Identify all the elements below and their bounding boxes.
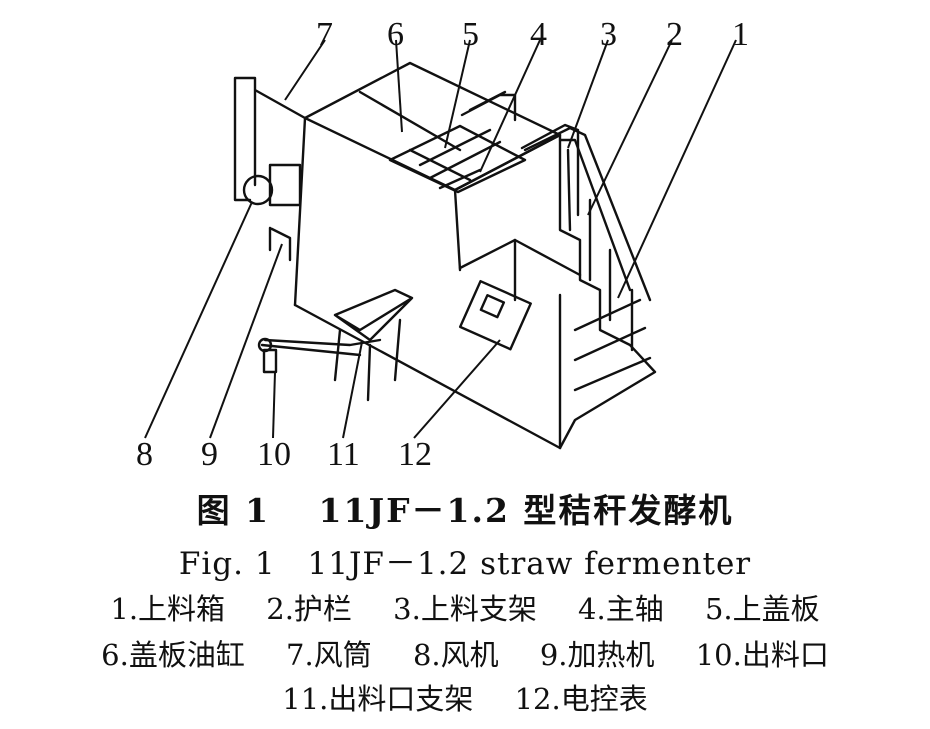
feeding-bracket — [520, 123, 580, 217]
part-label-5: 5 — [462, 16, 479, 53]
part-label-1: 1 — [732, 16, 749, 53]
top-handle — [460, 90, 517, 122]
legend-item: 8.风机 — [412, 638, 499, 672]
part-label-12: 12 — [398, 436, 432, 473]
machine-outline — [233, 61, 657, 450]
legend-item: 5.上盖板 — [704, 592, 820, 626]
part-label-3: 3 — [600, 16, 617, 53]
part-label-8: 8 — [136, 436, 153, 473]
control-panel — [458, 279, 532, 351]
fan — [242, 174, 274, 206]
legend-item: 7.风筒 — [286, 638, 372, 672]
part-labels: 1 2 3 4 5 6 7 8 9 10 11 12 — [136, 16, 749, 473]
legend-item: 1.上料箱 — [110, 592, 226, 626]
air-duct — [233, 76, 307, 202]
part-label-4: 4 — [530, 16, 547, 53]
legend-item: 11.出料口支架 — [282, 682, 474, 716]
stair-block — [453, 133, 657, 450]
top-cover-plate — [388, 124, 527, 194]
figure-caption-chinese: 图 1 11JF－1.2 型秸秆发酵机 — [196, 491, 734, 530]
legend-row-1: 1.上料箱 2.护栏 3.上料支架 4.主轴 5.上盖板 — [0, 586, 930, 628]
part-label-9: 9 — [201, 436, 218, 473]
legend-item: 2.护栏 — [266, 592, 352, 626]
legend-item: 4.主轴 — [578, 592, 664, 626]
hopper-stand — [333, 318, 402, 402]
heater — [268, 226, 292, 262]
cover-cylinder — [358, 90, 462, 152]
legend-item: 10.出料口 — [695, 638, 829, 672]
legend-item: 6.盖板油缸 — [101, 638, 245, 672]
legend-item: 9.加热机 — [539, 638, 655, 672]
discharge-pipe — [260, 338, 382, 357]
fan-box — [268, 163, 302, 207]
part-label-6: 6 — [387, 16, 404, 53]
part-label-7: 7 — [316, 16, 333, 53]
leader-lines — [144, 39, 737, 439]
figure-caption-english: Fig. 1 11JF－1.2 straw fermenter — [178, 546, 752, 582]
legend-item: 12.电控表 — [514, 682, 648, 716]
part-label-10: 10 — [257, 436, 291, 473]
part-label-2: 2 — [666, 16, 683, 53]
part-label-11: 11 — [327, 436, 360, 473]
discharge-hopper — [333, 288, 414, 342]
legend-row-3: 11.出料口支架 12.电控表 — [0, 676, 930, 718]
legend-item: 3.上料支架 — [393, 592, 537, 626]
legend-row-2: 6.盖板油缸 7.风筒 8.风机 9.加热机 10.出料口 — [0, 632, 930, 674]
